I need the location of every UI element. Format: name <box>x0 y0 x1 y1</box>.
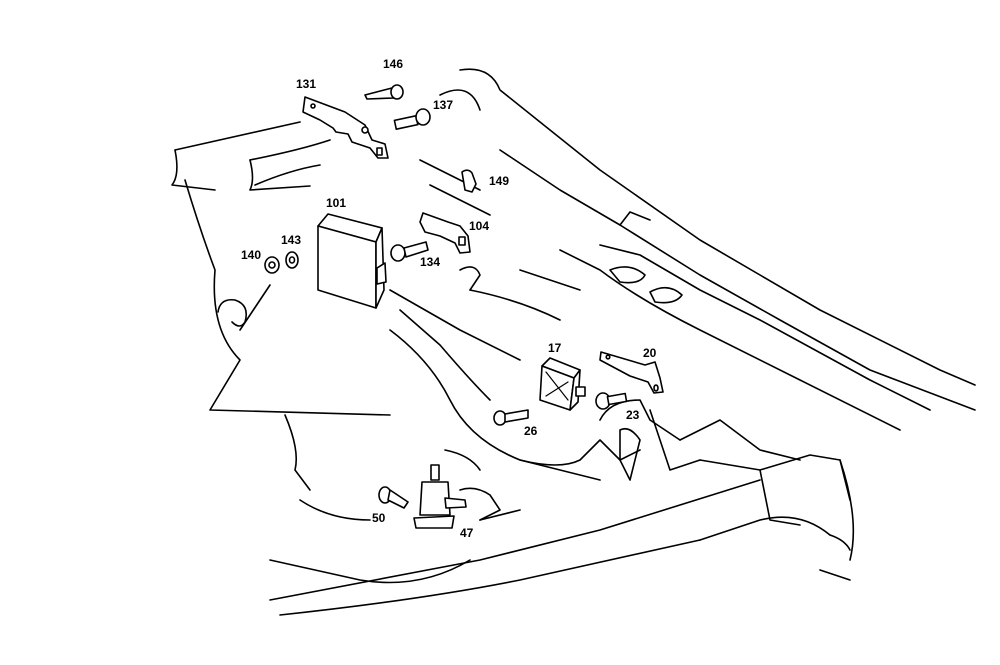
part-143-washer[interactable] <box>285 251 299 269</box>
callout-131: 131 <box>296 77 317 91</box>
part-137-bolt[interactable] <box>393 108 431 130</box>
part-131-bracket[interactable] <box>302 96 389 159</box>
part-47-switch[interactable] <box>413 464 467 529</box>
part-149-clip[interactable] <box>461 169 477 193</box>
part-101-control-unit[interactable] <box>317 213 387 309</box>
part-140-nut[interactable] <box>264 256 280 274</box>
callout-17: 17 <box>548 341 562 355</box>
callout-146: 146 <box>383 57 404 71</box>
part-20-bracket[interactable] <box>599 351 664 394</box>
part-50-screw[interactable] <box>378 486 409 509</box>
callout-104: 104 <box>469 219 490 233</box>
callout-20: 20 <box>643 346 657 360</box>
callout-101: 101 <box>326 196 347 210</box>
part-104-bracket[interactable] <box>419 212 471 254</box>
callout-143: 143 <box>281 233 302 247</box>
part-26-screw[interactable] <box>493 409 529 426</box>
callout-47: 47 <box>460 526 474 540</box>
part-23-bolt[interactable] <box>595 392 628 410</box>
callout-137: 137 <box>433 98 454 112</box>
vehicle-body-outline <box>171 68 976 616</box>
part-134-screw[interactable] <box>390 241 429 262</box>
callout-134: 134 <box>420 255 441 269</box>
callout-140: 140 <box>241 248 262 262</box>
callout-26: 26 <box>524 424 538 438</box>
part-17-relay[interactable] <box>539 357 586 411</box>
callout-149: 149 <box>489 174 510 188</box>
callout-23: 23 <box>626 408 640 422</box>
part-146-screw[interactable] <box>364 84 404 100</box>
callout-50: 50 <box>372 511 386 525</box>
